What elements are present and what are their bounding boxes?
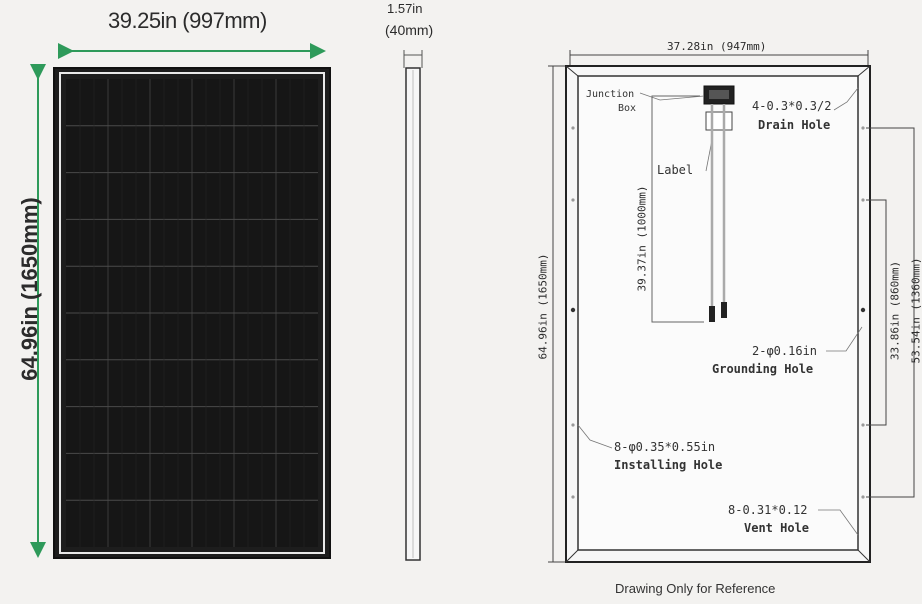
- grounding-hole-leader: [826, 326, 863, 352]
- front-panel-border: [59, 72, 325, 554]
- cable-length-label: 39.37in (1000mm): [635, 185, 649, 292]
- junction-box-label-line1: Junction: [586, 89, 635, 100]
- back-height-label: 64.96in (1650mm): [536, 253, 550, 360]
- side-thickness-label-line2: (40mm): [385, 22, 434, 38]
- front-height-label: 64.96in (1650mm): [17, 197, 42, 381]
- connector-positive: [721, 302, 727, 318]
- installing-hole: [571, 423, 575, 427]
- back-frame-corner: [565, 549, 579, 563]
- junction-box-leader: [639, 92, 705, 101]
- side-view: [403, 50, 423, 561]
- label-plate: [705, 111, 733, 131]
- vent-hole-leader: [818, 509, 859, 536]
- installing-hole: [571, 495, 575, 499]
- back-width-label: 37.28in (947mm): [667, 40, 767, 53]
- grounding-hole-spec: 2-φ0.16in: [752, 344, 818, 358]
- vent-hole-label: Vent Hole: [744, 521, 810, 535]
- cable-length-dimension: [651, 95, 704, 323]
- back-view: [548, 50, 915, 563]
- back-frame-corner: [857, 65, 871, 77]
- vent-hole-spec: 8-0.31*0.12: [728, 503, 808, 517]
- installing-hole: [571, 126, 575, 130]
- back-frame-inner: [577, 75, 859, 551]
- installing-hole-leader: [577, 424, 613, 449]
- installing-spacing-label: 53.54in (1360mm): [909, 257, 922, 364]
- back-frame-corner: [857, 549, 871, 563]
- installing-hole: [861, 198, 865, 202]
- front-width-label: 39.25in (997mm): [108, 8, 267, 33]
- grounding-hole: [860, 307, 866, 313]
- installing-hole-label: Installing Hole: [614, 458, 723, 472]
- grounding-spacing-dimension: [866, 199, 887, 426]
- side-thickness-label-line1: 1.57in: [387, 1, 423, 16]
- caption: Drawing Only for Reference: [615, 581, 776, 596]
- label-callout: Label: [657, 163, 694, 177]
- drain-hole-spec: 4-0.3*0.3/2: [752, 99, 832, 113]
- front-cell-grid: [66, 79, 318, 547]
- grounding-hole: [570, 307, 576, 313]
- drain-hole-leader: [833, 87, 859, 111]
- installing-hole: [861, 495, 865, 499]
- installing-hole-spec: 8-φ0.35*0.55in: [614, 440, 716, 454]
- front-view: [30, 43, 331, 559]
- back-frame-corner: [565, 65, 579, 77]
- junction-box-label-line2: Box: [618, 103, 637, 114]
- connector-negative: [709, 306, 715, 322]
- grounding-spacing-label: 33.86in (860mm): [888, 260, 902, 361]
- drain-hole-label: Drain Hole: [758, 118, 831, 132]
- installing-hole: [861, 423, 865, 427]
- installing-spacing-dimension: [866, 127, 915, 498]
- junction-box-detail: [709, 90, 729, 99]
- installing-hole: [861, 126, 865, 130]
- grounding-hole-label: Grounding Hole: [712, 362, 814, 376]
- installing-hole: [571, 198, 575, 202]
